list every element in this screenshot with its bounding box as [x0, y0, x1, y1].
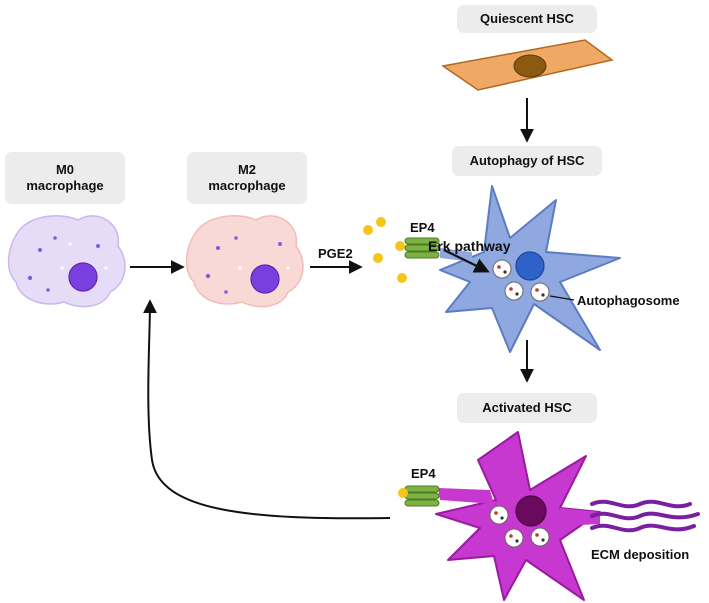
ep4-label-top: EP4 [410, 220, 435, 235]
autophagosome-3 [530, 282, 550, 302]
m0-nucleus [68, 262, 98, 292]
m0-label-line1: M0 [55, 161, 75, 177]
ep4-label-bottom: EP4 [411, 466, 436, 481]
activated-hsc-label: Activated HSC [457, 393, 597, 423]
m2-label-line1: M2 [237, 161, 257, 177]
autophagosome-pointer [549, 295, 575, 301]
m2-nucleus [250, 264, 280, 294]
ep4-receptor-top [404, 237, 440, 259]
quiescent-hsc-label: Quiescent HSC [457, 5, 597, 33]
autophagosome-label: Autophagosome [577, 293, 680, 308]
pge2-ligands [363, 217, 408, 498]
m0-macrophage-cell [7, 215, 126, 308]
autophagy-hsc-label: Autophagy of HSC [452, 146, 602, 176]
autophagy-hsc-cell [439, 185, 621, 353]
activated-hsc-cell [435, 431, 601, 601]
m2-label-line2: macrophage [208, 178, 286, 193]
ep4-receptor-bottom [404, 485, 440, 507]
autophagosome-1 [492, 259, 512, 279]
m0-macrophage-label: M0 macrophage [5, 152, 125, 204]
arrow-erk-pathway [443, 249, 490, 273]
m2-macrophage-label: M2 macrophage [187, 152, 307, 204]
arrow-feedback-to-macrophage [142, 299, 391, 520]
autophagosome-2 [504, 281, 524, 301]
erk-pathway-label: Erk pathway [428, 238, 511, 254]
ecm-fibers [590, 499, 700, 533]
pge2-label: PGE2 [318, 246, 353, 261]
quiescent-hsc-cell [441, 39, 614, 91]
activated-nucleus [515, 495, 547, 527]
ecm-deposition-label: ECM deposition [591, 547, 690, 562]
m0-label-line2: macrophage [26, 178, 104, 193]
autophagy-nucleus [515, 251, 545, 281]
quiescent-nucleus [513, 54, 547, 78]
m2-macrophage-cell [185, 215, 304, 308]
